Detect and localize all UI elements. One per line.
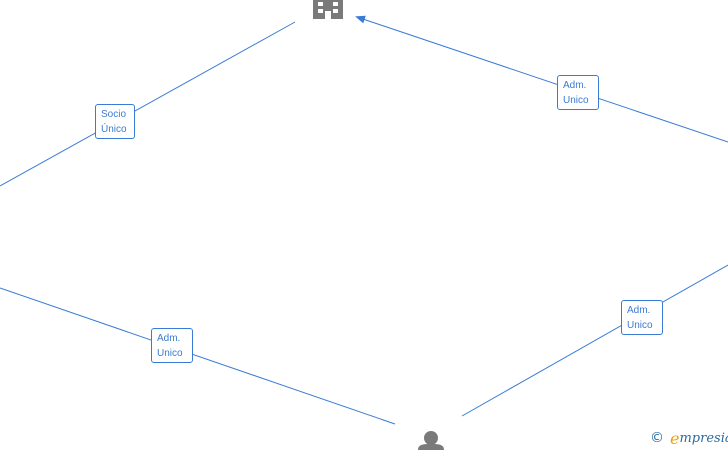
- copyright-symbol: ©: [650, 430, 664, 446]
- edge-adm-unico-to-company: [355, 15, 728, 143]
- edge-label-adm-unico[interactable]: Adm. Unico: [557, 75, 599, 110]
- edge-socio-unico: [0, 21, 296, 187]
- edge-label-line2: Unico: [627, 320, 653, 331]
- person-icon[interactable]: [418, 431, 444, 450]
- edge-adm-unico-left: [0, 287, 396, 425]
- building-icon[interactable]: [313, 0, 343, 19]
- edge-label-line1: Adm.: [627, 305, 651, 316]
- brand-first-letter: e: [670, 428, 680, 448]
- edge-label-line2: Unico: [157, 348, 183, 359]
- edge-adm-unico-right: [461, 264, 728, 417]
- edge-label-line1: Socio: [101, 109, 127, 120]
- edge-label-socio-unico[interactable]: Socio Único: [95, 104, 135, 139]
- edge-label-line1: Adm.: [563, 80, 587, 91]
- edge-label-adm-unico[interactable]: Adm. Unico: [621, 300, 663, 335]
- brand-name-rest: mpresia: [679, 430, 728, 446]
- edge-label-adm-unico[interactable]: Adm. Unico: [151, 328, 193, 363]
- edge-label-line2: Unico: [563, 95, 589, 106]
- empresia-watermark: © e mpresia: [650, 428, 728, 448]
- edge-label-line1: Adm.: [157, 333, 181, 344]
- edge-label-line2: Único: [101, 124, 127, 135]
